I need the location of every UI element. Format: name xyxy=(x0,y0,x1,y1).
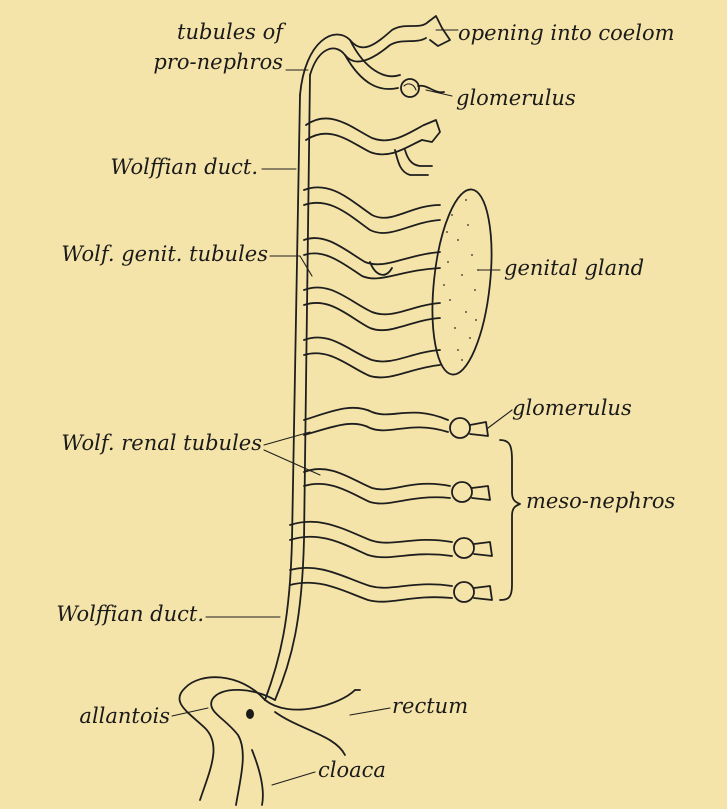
mesonephros-bracket xyxy=(500,440,520,600)
pronephros-tubules xyxy=(300,16,450,97)
label-tubules-of: tubules of xyxy=(140,22,283,43)
second-tubule xyxy=(306,118,440,175)
genital-gland xyxy=(424,187,499,378)
label-pro-nephros: pro-nephros xyxy=(120,52,283,73)
label-glomerulus-top: glomerulus xyxy=(456,88,576,109)
label-wolffian-duct-upper: Wolffian duct. xyxy=(40,157,258,178)
label-wolf-renal-tubules: Wolf. renal tubules xyxy=(2,433,262,454)
renal-tubules xyxy=(290,408,492,602)
label-meso-nephros: meso-nephros xyxy=(526,491,675,512)
label-opening-into-coelom: opening into coelom xyxy=(458,23,675,44)
label-allantois: allantois xyxy=(20,706,170,727)
cloaca-region xyxy=(179,677,360,805)
label-glomerulus-mid: glomerulus xyxy=(512,398,632,419)
leader-lines xyxy=(172,30,512,785)
label-cloaca: cloaca xyxy=(318,760,386,781)
genital-tubules xyxy=(304,187,440,377)
label-wolf-genit-tubules: Wolf. genit. tubules xyxy=(2,244,268,265)
label-wolffian-duct-lower: Wolffian duct. xyxy=(2,604,204,625)
label-rectum: rectum xyxy=(392,696,468,717)
label-genital-gland: genital gland xyxy=(504,258,644,279)
